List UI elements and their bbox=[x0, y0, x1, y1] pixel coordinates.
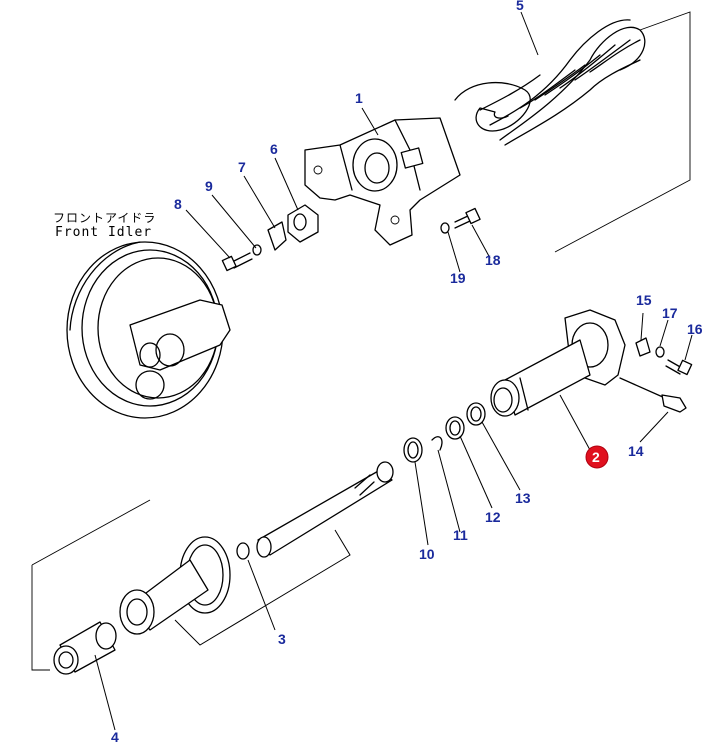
oring-3 bbox=[236, 542, 250, 560]
bushing-4 bbox=[53, 621, 117, 675]
callout-9: 9 bbox=[205, 178, 213, 194]
highlight-circle bbox=[585, 445, 609, 469]
callout-14: 14 bbox=[628, 443, 644, 459]
leader-lines bbox=[94, 11, 693, 731]
callout-13: 13 bbox=[515, 490, 531, 506]
callout-12: 12 bbox=[485, 509, 501, 525]
callout-16: 16 bbox=[687, 321, 703, 337]
cylinder-assembly bbox=[490, 309, 626, 417]
callout-7: 7 bbox=[238, 159, 246, 175]
shaft-3 bbox=[256, 461, 394, 558]
bolt-16 bbox=[665, 359, 693, 376]
callout-15: 15 bbox=[636, 292, 652, 308]
clip-15 bbox=[635, 337, 651, 357]
spring bbox=[454, 19, 646, 146]
hub-3 bbox=[119, 536, 231, 635]
callout-3: 3 bbox=[278, 631, 286, 647]
callout-2-highlight: 2 bbox=[585, 445, 609, 469]
ring-10 bbox=[403, 437, 423, 463]
callout-4: 4 bbox=[111, 729, 119, 745]
callout-18: 18 bbox=[485, 252, 501, 268]
washer-17 bbox=[655, 346, 665, 358]
snap-ring-11 bbox=[431, 436, 443, 451]
callout-19: 19 bbox=[450, 270, 466, 286]
ring-13 bbox=[466, 402, 486, 426]
label-jp: フロントアイドラ bbox=[53, 211, 156, 225]
callout-2: 2 bbox=[592, 449, 600, 465]
bolt-8 bbox=[221, 252, 253, 272]
callout-11: 11 bbox=[453, 527, 468, 543]
callout-17: 17 bbox=[662, 305, 678, 321]
front-idler bbox=[66, 241, 231, 419]
callout-6: 6 bbox=[270, 141, 278, 157]
ring-12 bbox=[445, 416, 465, 440]
nut-6 bbox=[287, 204, 319, 243]
callout-1: 1 bbox=[355, 90, 363, 106]
callout-5: 5 bbox=[516, 0, 524, 13]
callout-8: 8 bbox=[174, 196, 182, 212]
yoke bbox=[304, 117, 461, 246]
label-en: Front Idler bbox=[55, 225, 152, 240]
bracket-7 bbox=[267, 221, 287, 251]
callout-10: 10 bbox=[419, 546, 435, 562]
fitting-14 bbox=[619, 377, 687, 413]
outline-frame bbox=[31, 11, 691, 671]
washer-19 bbox=[440, 222, 450, 234]
bolt-18 bbox=[454, 207, 481, 229]
